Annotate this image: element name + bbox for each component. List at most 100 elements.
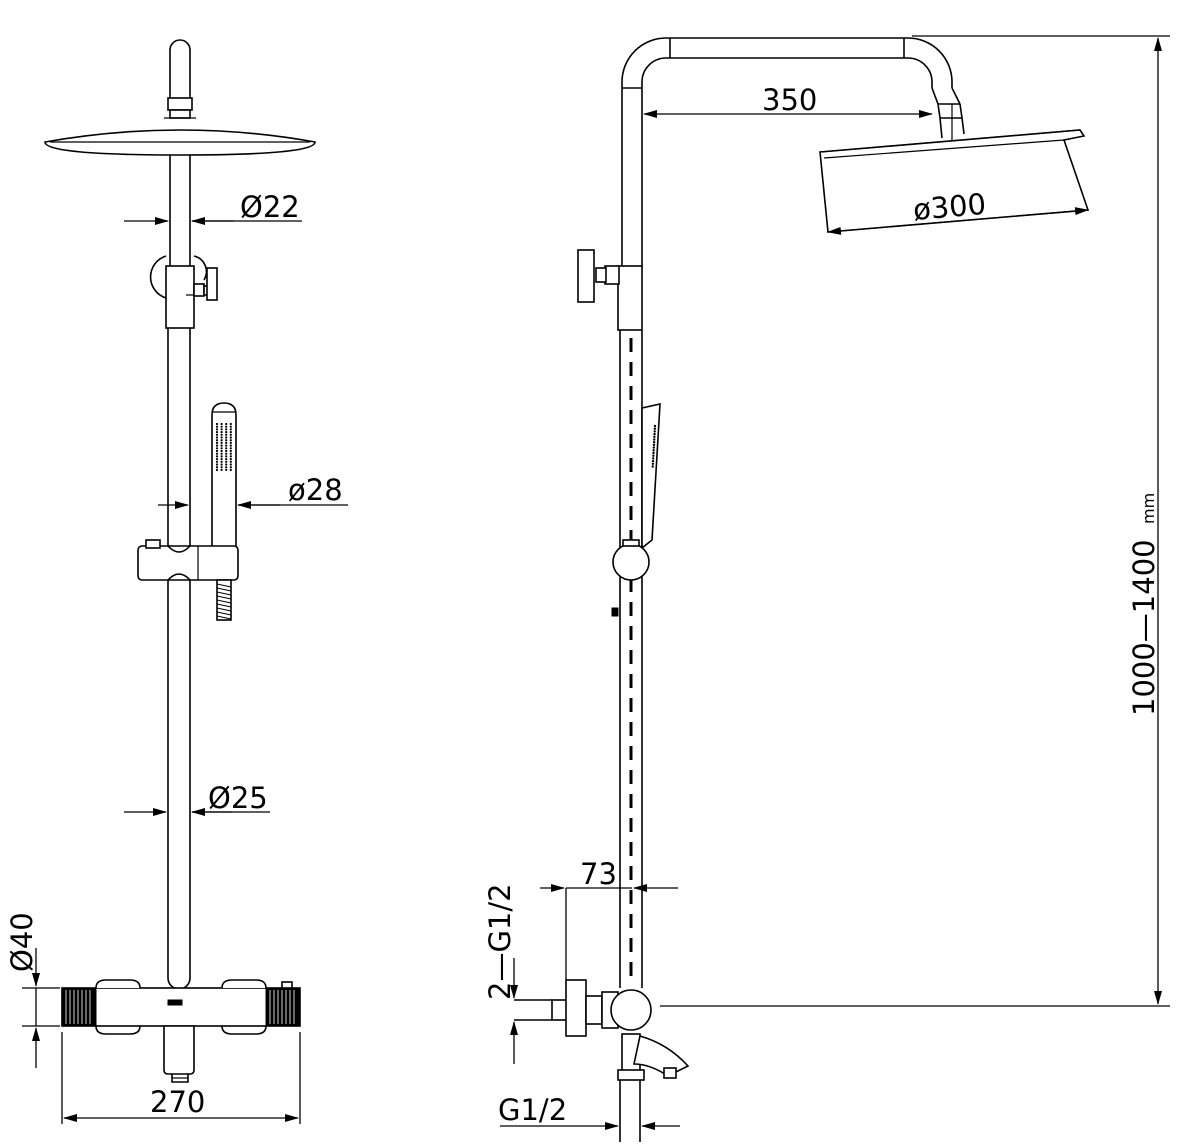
nozzle-hole: [225, 444, 228, 447]
nozzle-hole: [229, 428, 232, 431]
side-nozzle-dot: [653, 430, 656, 433]
nozzle-hole: [225, 449, 228, 453]
nozzle-hole: [220, 428, 223, 431]
nozzle-hole: [225, 447, 228, 450]
front-valve-body: [61, 979, 301, 1035]
side-nozzle-dot: [651, 459, 655, 463]
dim-height: 1000—1400 mm: [660, 35, 1170, 1007]
hose-thread-line: [216, 583, 232, 588]
nozzle-hole: [220, 460, 223, 463]
nozzle-hole: [225, 433, 228, 436]
dim-lower-pipe-label: Ø25: [208, 781, 268, 815]
nozzle-hole: [215, 428, 219, 431]
valve-cap-ridges: [65, 990, 295, 1024]
dim-hand-shower: ø28: [158, 473, 348, 509]
dim-height-label: 1000—1400: [1127, 539, 1161, 716]
side-slide-knob: [611, 539, 650, 617]
nozzle-hole: [220, 425, 223, 428]
dim-valve-body: Ø40: [5, 912, 60, 1068]
hose-thread-line: [216, 595, 232, 600]
front-view: Ø22 ø28 Ø25 Ø40 270: [5, 39, 348, 1124]
side-nozzle-dot: [652, 457, 655, 460]
nozzle-hole: [229, 431, 232, 434]
nozzle-hole: [229, 466, 232, 469]
side-nozzle-dot: [651, 462, 655, 465]
side-nozzle-dot: [652, 441, 656, 444]
dim-head-diameter-label: ø300: [912, 187, 988, 227]
nozzle-hole: [225, 463, 228, 466]
nozzle-hole: [220, 447, 223, 450]
nozzle-hole: [215, 444, 219, 447]
nozzle-hole: [215, 458, 219, 461]
side-nozzle-dot: [651, 465, 654, 468]
dim-width-label: 270: [150, 1085, 205, 1119]
nozzle-hole: [225, 428, 228, 431]
nozzle-hole: [220, 431, 223, 434]
nozzle-hole: [229, 433, 232, 436]
side-nozzle-dot: [652, 454, 655, 457]
side-diverter: [577, 249, 643, 331]
nozzle-hole: [220, 439, 223, 442]
side-nozzle-dot: [652, 449, 655, 452]
hose-thread-line: [216, 603, 232, 608]
nozzle-hole: [215, 431, 219, 434]
nozzle-hole: [215, 468, 219, 471]
hose-thread-line: [216, 599, 232, 604]
nozzle-hole: [215, 466, 219, 469]
nozzle-hole: [229, 436, 232, 439]
nozzle-hole: [220, 466, 223, 469]
side-hand-shower-nozzles: [651, 424, 657, 468]
side-lower-riser: [619, 330, 643, 988]
nozzle-hole: [215, 452, 219, 455]
dim-offset-label: 73: [580, 857, 617, 891]
side-nozzle-dot: [653, 424, 657, 428]
nozzle-hole: [225, 460, 228, 463]
nozzle-hole: [220, 441, 223, 444]
nozzle-hole: [220, 468, 223, 471]
dim-top-pipe-label: Ø22: [240, 190, 300, 224]
front-shower-head: [44, 129, 316, 156]
nozzle-hole: [220, 458, 223, 461]
side-nozzle-dot: [653, 435, 656, 438]
dim-lower-pipe: Ø25: [124, 781, 270, 816]
dim-hand-shower-label: ø28: [288, 473, 343, 507]
nozzle-hole: [225, 441, 228, 444]
front-upper-pipe: [169, 155, 191, 270]
nozzle-hole: [229, 463, 232, 466]
front-lower-pipe: [167, 328, 191, 990]
nozzle-hole: [225, 439, 228, 442]
nozzle-hole: [225, 458, 228, 461]
nozzle-hole: [225, 422, 228, 426]
side-view: 350 ø300 1000—1400 mm 73 2—G1/2: [483, 35, 1170, 1142]
hose-thread: [216, 583, 232, 620]
nozzle-hole: [215, 422, 219, 426]
hose-thread-line: [216, 587, 232, 592]
nozzle-hole: [229, 449, 232, 453]
nozzle-hole: [229, 425, 232, 428]
nozzle-hole: [220, 463, 223, 466]
nozzle-hole: [225, 455, 228, 458]
nozzle-hole: [225, 425, 228, 428]
nozzle-hole: [220, 436, 223, 439]
nozzle-hole: [225, 436, 228, 439]
side-hand-shower: [641, 402, 661, 550]
nozzle-hole: [215, 441, 219, 444]
nozzle-hole: [220, 455, 223, 458]
dim-outlet-label: G1/2: [498, 1093, 567, 1127]
hose-thread-line: [216, 611, 232, 616]
front-slide-bracket: [137, 539, 239, 581]
nozzle-hole: [215, 460, 219, 463]
dim-arm-reach-label: 350: [762, 83, 817, 117]
dim-head-diameter: ø300: [827, 187, 1089, 235]
side-spout: [633, 1034, 690, 1079]
nozzle-hole: [215, 436, 219, 439]
hand-shower-nozzles: [215, 422, 232, 471]
side-riser-arm: [621, 37, 953, 268]
front-diverter: [149, 255, 218, 329]
nozzle-hole: [215, 433, 219, 436]
side-nozzle-dot: [652, 446, 655, 449]
nozzle-hole: [229, 444, 232, 447]
nozzle-hole: [229, 455, 232, 458]
nozzle-hole: [229, 458, 232, 461]
